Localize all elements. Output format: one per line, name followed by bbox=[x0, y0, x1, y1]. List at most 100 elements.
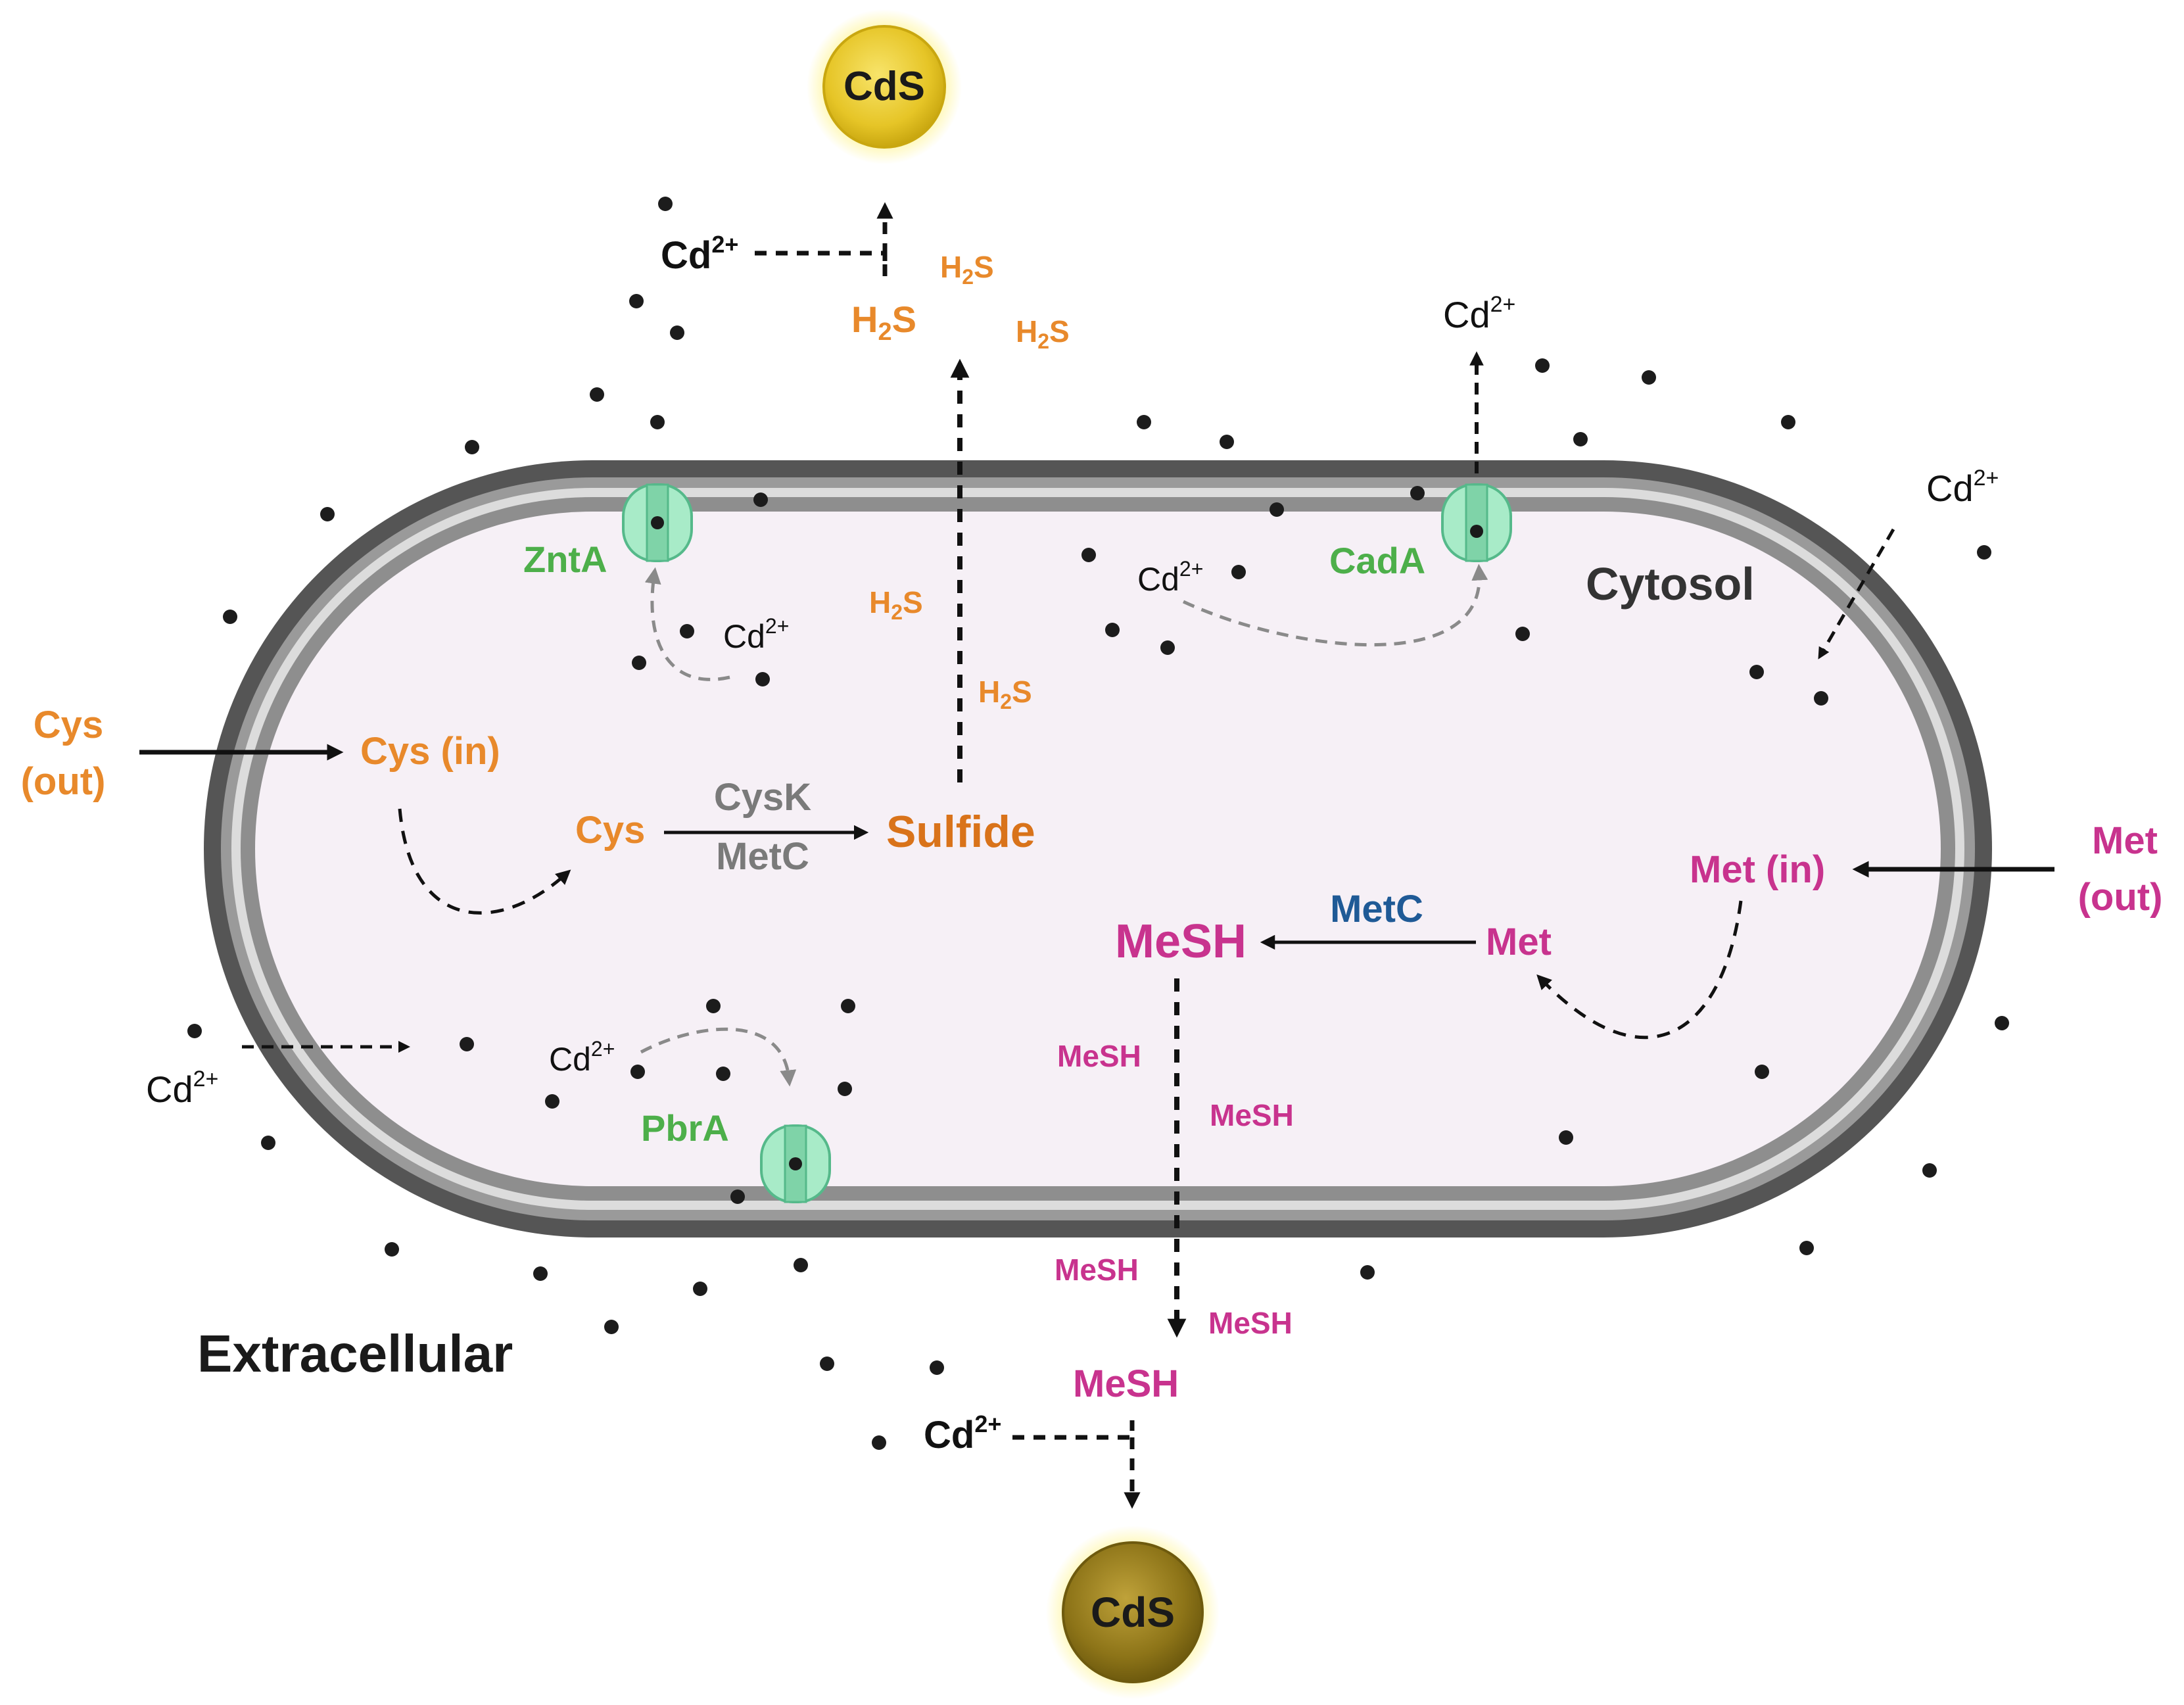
h2s-label-large: H2S bbox=[851, 299, 916, 346]
cys-out-label-line1: Cys bbox=[34, 704, 103, 746]
h2s-label: H2S bbox=[1016, 314, 1070, 353]
cadmium-ion-dot bbox=[261, 1136, 275, 1150]
cd-label-bottom-bold: Cd2+ bbox=[924, 1410, 1001, 1456]
pbra-label: PbrA bbox=[641, 1107, 729, 1149]
pbra-channel bbox=[760, 1124, 831, 1203]
cys-out-label-line2: (out) bbox=[21, 760, 106, 803]
met-out-label-line2: (out) bbox=[2078, 876, 2163, 919]
cadmium-ion-dot bbox=[1755, 1065, 1769, 1079]
metc-enzyme-label-cys: MetC bbox=[716, 835, 809, 878]
cadmium-ion-dot bbox=[1559, 1130, 1573, 1145]
mesh-label: MeSH bbox=[1057, 1039, 1141, 1073]
cds-nanoparticle-bottom: CdS bbox=[1046, 1525, 1220, 1699]
cys-internal-dashed-arrow bbox=[398, 808, 571, 915]
cadmium-ion-dot bbox=[223, 610, 237, 624]
cytosol-label: Cytosol bbox=[1586, 558, 1755, 610]
mesh-label-large: MeSH bbox=[1073, 1362, 1179, 1405]
cada-efflux-arrow bbox=[1182, 564, 1488, 647]
cadmium-ion-dot bbox=[545, 1094, 559, 1109]
cadmium-ion-dot bbox=[1995, 1016, 2009, 1030]
cadmium-ion-dot bbox=[753, 492, 768, 507]
cadmium-labels: Cd2+ Cd2+ Cd2+ Cd2+ Cd2+ Cd2+ Cd2+ Cd2+ bbox=[146, 231, 1999, 1456]
cadmium-ions bbox=[187, 197, 2009, 1450]
h2s-label: H2S bbox=[869, 585, 923, 624]
cadmium-ion-dot bbox=[1573, 432, 1588, 446]
cd-label: Cd2+ bbox=[723, 614, 789, 655]
cadmium-ion-dot bbox=[650, 415, 665, 429]
cadmium-ion-dot bbox=[670, 325, 684, 340]
extracellular-label: Extracellular bbox=[197, 1324, 513, 1383]
cadmium-ion-dot bbox=[1105, 623, 1120, 637]
cadmium-ion-dot bbox=[465, 440, 479, 454]
cadmium-ion-dot bbox=[1642, 370, 1656, 385]
cadmium-ion-dot bbox=[1270, 502, 1284, 517]
cadmium-ion-dot bbox=[1410, 486, 1425, 500]
cd-label-top-bold: Cd2+ bbox=[661, 231, 738, 277]
pbra-arrow bbox=[640, 1027, 797, 1087]
cds-bottom-label: CdS bbox=[1091, 1589, 1175, 1636]
cadmium-ion-dot bbox=[680, 624, 694, 638]
cys-label: Cys bbox=[575, 809, 645, 852]
cadmium-ion-dot bbox=[187, 1024, 202, 1038]
cadmium-ion-dot bbox=[730, 1189, 745, 1204]
cd-influx-right-arrow bbox=[1818, 528, 1895, 660]
mesh-label: MeSH bbox=[1208, 1306, 1293, 1340]
cadmium-ion-dot bbox=[1977, 545, 1991, 560]
cadmium-ion-dot bbox=[1799, 1241, 1814, 1255]
mesh-label: MeSH bbox=[1210, 1098, 1294, 1132]
cadmium-ion-dot bbox=[460, 1037, 474, 1051]
cadmium-ion-dot bbox=[1535, 358, 1550, 373]
arrows bbox=[139, 202, 2054, 1509]
cadmium-ion-dot bbox=[385, 1242, 399, 1257]
cadmium-ion-dot bbox=[533, 1266, 548, 1281]
cd-label: Cd2+ bbox=[549, 1037, 615, 1078]
cadmium-ion-dot bbox=[755, 672, 770, 686]
h2s-labels: H2S H2S H2S H2S H2S bbox=[851, 250, 1070, 713]
znta-label: ZntA bbox=[523, 539, 607, 580]
cadmium-ion-dot bbox=[320, 507, 335, 521]
cada-channel bbox=[1441, 483, 1512, 562]
cadmium-ion-dot bbox=[706, 999, 721, 1013]
cadmium-ion-dot bbox=[838, 1082, 852, 1096]
h2s-label: H2S bbox=[940, 250, 994, 289]
cadmium-ion-dot bbox=[658, 197, 673, 211]
met-internal-dashed-arrow bbox=[1536, 900, 1743, 1040]
met-out-label-line1: Met bbox=[2092, 819, 2158, 862]
cadmium-ion-dot bbox=[841, 999, 855, 1013]
mesh-label: MeSH bbox=[1055, 1253, 1139, 1287]
cys-in-label: Cys (in) bbox=[360, 730, 500, 773]
cd-label: Cd2+ bbox=[146, 1067, 218, 1110]
cadmium-ion-dot bbox=[1360, 1265, 1375, 1280]
cadmium-ion-dot bbox=[1922, 1163, 1937, 1178]
cadmium-ion-dot bbox=[872, 1435, 886, 1450]
cadmium-ion-dot bbox=[604, 1320, 619, 1334]
top-cd-h2s-connector bbox=[755, 251, 888, 276]
cadmium-ion-dot bbox=[1814, 691, 1828, 706]
cadmium-ion-dot bbox=[1781, 415, 1795, 429]
met-label: Met bbox=[1486, 921, 1552, 963]
cadmium-ion-dot bbox=[1081, 548, 1096, 562]
cell bbox=[204, 460, 1992, 1237]
h2s-label: H2S bbox=[978, 675, 1032, 713]
cadmium-ion-dot bbox=[629, 294, 644, 308]
cada-label: CadA bbox=[1329, 540, 1425, 581]
cadmium-ion-dot bbox=[820, 1357, 834, 1371]
cadmium-ion-dot bbox=[1231, 565, 1246, 579]
cd-label: Cd2+ bbox=[1926, 466, 1999, 509]
cadmium-ion-dot bbox=[693, 1282, 707, 1296]
cadmium-ion-dot bbox=[632, 656, 646, 670]
cadmium-ion-dot bbox=[590, 387, 604, 402]
cytosol-area bbox=[255, 512, 1941, 1186]
sulfide-label: Sulfide bbox=[886, 807, 1035, 857]
cadmium-ion-dot bbox=[1137, 415, 1151, 429]
met-in-label: Met (in) bbox=[1690, 848, 1825, 891]
cadmium-ion-dot bbox=[1160, 640, 1175, 655]
cadmium-ion-dot bbox=[1749, 665, 1764, 679]
cd-label: Cd2+ bbox=[1443, 292, 1515, 335]
cadmium-ion-dot bbox=[1515, 627, 1530, 641]
znta-efflux-arrow bbox=[644, 567, 730, 681]
cadmium-ion-dot bbox=[930, 1360, 944, 1375]
cd-label: Cd2+ bbox=[1137, 557, 1203, 598]
cadmium-ion-dot bbox=[630, 1065, 645, 1079]
